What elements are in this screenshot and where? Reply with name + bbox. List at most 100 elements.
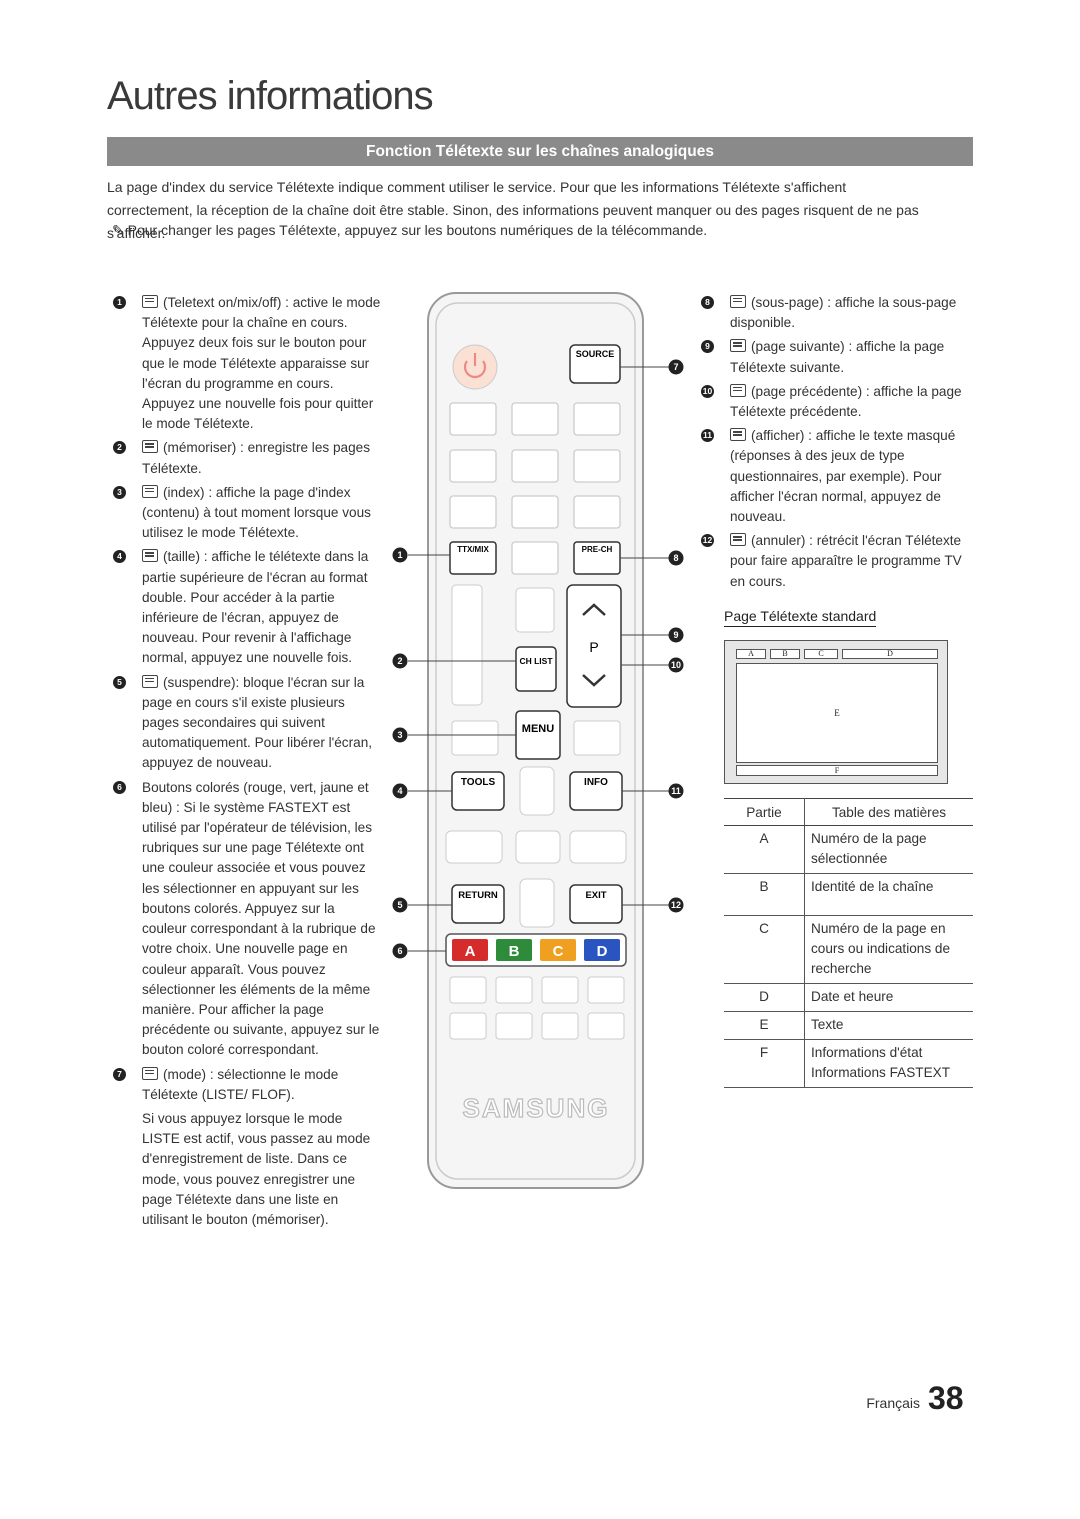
samsung-logo: SAMSUNG bbox=[463, 1093, 610, 1123]
color-button-label: B bbox=[509, 943, 520, 960]
power-button bbox=[452, 344, 498, 390]
callout-number: 9 bbox=[701, 340, 714, 354]
mute-button bbox=[515, 587, 555, 633]
diagram-header-row: A B C D bbox=[736, 649, 938, 659]
callout-number: 11 bbox=[671, 786, 681, 796]
intro-line-1: La page d'index du service Télétexte ind… bbox=[107, 179, 847, 195]
cell-value: Numéro de la page en cours ou indication… bbox=[804, 915, 973, 984]
list-item: 5 (suspendre): bloque l'écran sur la page… bbox=[107, 673, 382, 774]
callout-number: 7 bbox=[113, 1067, 126, 1081]
cell-key: B bbox=[724, 873, 805, 916]
section-title: Fonction Télétexte sur les chaînes analo… bbox=[366, 143, 714, 160]
column-header-part: Partie bbox=[724, 798, 805, 826]
callout-number: 12 bbox=[701, 534, 714, 548]
standard-page-heading: Page Télétexte standard bbox=[724, 608, 877, 627]
callout-marker bbox=[668, 627, 684, 643]
note-pencil-icon: ✎ bbox=[112, 222, 128, 238]
color-button-b bbox=[496, 939, 532, 961]
cell-value: Date et heure bbox=[804, 983, 973, 1012]
table-header-row: Partie Table des matières bbox=[724, 798, 973, 826]
size-icon bbox=[142, 549, 158, 563]
note: ✎ Pour changer les pages Télétexte, appu… bbox=[112, 222, 707, 239]
footer-language: Français bbox=[866, 1395, 920, 1411]
note-text: Pour changer les pages Télétexte, appuye… bbox=[127, 222, 708, 238]
callout-marker bbox=[668, 783, 684, 799]
return-button bbox=[451, 884, 505, 924]
section-title-bar: Fonction Télétexte sur les chaînes analo… bbox=[107, 137, 973, 166]
source-button bbox=[569, 344, 621, 384]
volume-rocker bbox=[451, 584, 483, 706]
left-column: 1 (Teletext on/mix/off) : active le mode … bbox=[107, 293, 382, 1234]
intro-line-2: correctement, la réception de la chaîne … bbox=[107, 202, 919, 241]
callout-number: 11 bbox=[701, 429, 714, 443]
list-item: 3(index) : affiche la page d'index (cont… bbox=[107, 483, 382, 544]
diagram-label-d: D bbox=[842, 649, 938, 659]
callout-number: 1 bbox=[113, 296, 126, 309]
callout-number: 5 bbox=[113, 675, 126, 689]
item-text: (index) : affiche la page d'index (conte… bbox=[142, 484, 371, 541]
color-buttons-group bbox=[445, 933, 627, 967]
callout-marker bbox=[392, 727, 408, 743]
item-text: (page précédente) : affiche la page Télé… bbox=[730, 383, 962, 420]
item-text: (afficher) : affiche le texte masqué (ré… bbox=[730, 428, 956, 525]
column-header-contents: Table des matières bbox=[804, 798, 973, 826]
callout-number: 6 bbox=[397, 946, 402, 956]
list-item: 11 (afficher) : affiche le texte masqué (… bbox=[695, 426, 965, 527]
ch-list-label: CH LIST bbox=[519, 656, 553, 666]
remote-illustration: SOURCE TTX/MIX PRE-CH P CH LIST MENU TOO… bbox=[392, 292, 684, 1189]
color-button-d bbox=[584, 939, 620, 961]
remote-inner-edge bbox=[435, 302, 636, 1180]
callout-number: 9 bbox=[673, 630, 678, 640]
page-down-icon bbox=[730, 383, 746, 397]
color-button-label: A bbox=[465, 943, 476, 960]
cell-key: C bbox=[724, 915, 805, 984]
cell-key: A bbox=[724, 825, 805, 874]
channel-rocker bbox=[566, 584, 622, 708]
color-button-c bbox=[540, 939, 576, 961]
cell-key: D bbox=[724, 983, 805, 1012]
callout-number: 6 bbox=[113, 780, 126, 794]
callout-marker bbox=[392, 653, 408, 669]
teletext-page-diagram: A B C D E F bbox=[724, 640, 948, 784]
list-item: 10 (page précédente) : affiche la page Té… bbox=[695, 382, 965, 422]
callout-marker bbox=[668, 550, 684, 566]
item-text: (annuler) : rétrécit l'écran Télétexte p… bbox=[730, 533, 962, 589]
item-text: (Teletext on/mix/off) : active le mode T… bbox=[142, 295, 381, 432]
nav-keys bbox=[445, 830, 627, 864]
p-label: P bbox=[589, 639, 598, 655]
callout-marker bbox=[668, 897, 684, 913]
callout-number: 2 bbox=[113, 441, 126, 455]
callout-marker bbox=[392, 943, 408, 959]
callout-marker bbox=[392, 547, 408, 563]
cell-value: Numéro de la page sélectionnée bbox=[804, 825, 973, 874]
ttx-mix-button bbox=[449, 541, 497, 575]
callout-number: 10 bbox=[701, 384, 714, 398]
page-title: Autres informations bbox=[107, 74, 434, 118]
cell-key: E bbox=[724, 1011, 805, 1040]
color-button-label: C bbox=[553, 943, 564, 960]
callout-lines bbox=[408, 366, 670, 952]
list-item: 8(sous-page) : affiche la sous-page disp… bbox=[695, 293, 965, 333]
list-item: 2(mémoriser) : enregistre les pages Télé… bbox=[107, 438, 382, 478]
index-icon bbox=[142, 484, 158, 498]
diagram-label-a: A bbox=[736, 649, 766, 659]
cancel-icon bbox=[730, 533, 746, 547]
callout-number: 7 bbox=[673, 362, 678, 372]
subpage-icon bbox=[730, 295, 746, 308]
callout-number: 4 bbox=[113, 550, 126, 564]
item-text: (taille) : affiche le télétexte dans la … bbox=[142, 549, 369, 666]
list-item: 12 (annuler) : rétrécit l'écran Télétexte… bbox=[695, 531, 965, 592]
mode-icon bbox=[142, 1066, 158, 1080]
exit-button bbox=[569, 884, 623, 924]
callout-number: 2 bbox=[397, 656, 402, 666]
callout-number: 12 bbox=[671, 900, 681, 910]
callout-number: 1 bbox=[397, 550, 402, 560]
item-text: (suspendre): bloque l'écran sur la page … bbox=[142, 674, 373, 771]
item-subtext: Si vous appuyez lorsque le mode LISTE es… bbox=[142, 1110, 371, 1227]
item-text: (sous-page) : affiche la sous-page dispo… bbox=[730, 295, 957, 331]
